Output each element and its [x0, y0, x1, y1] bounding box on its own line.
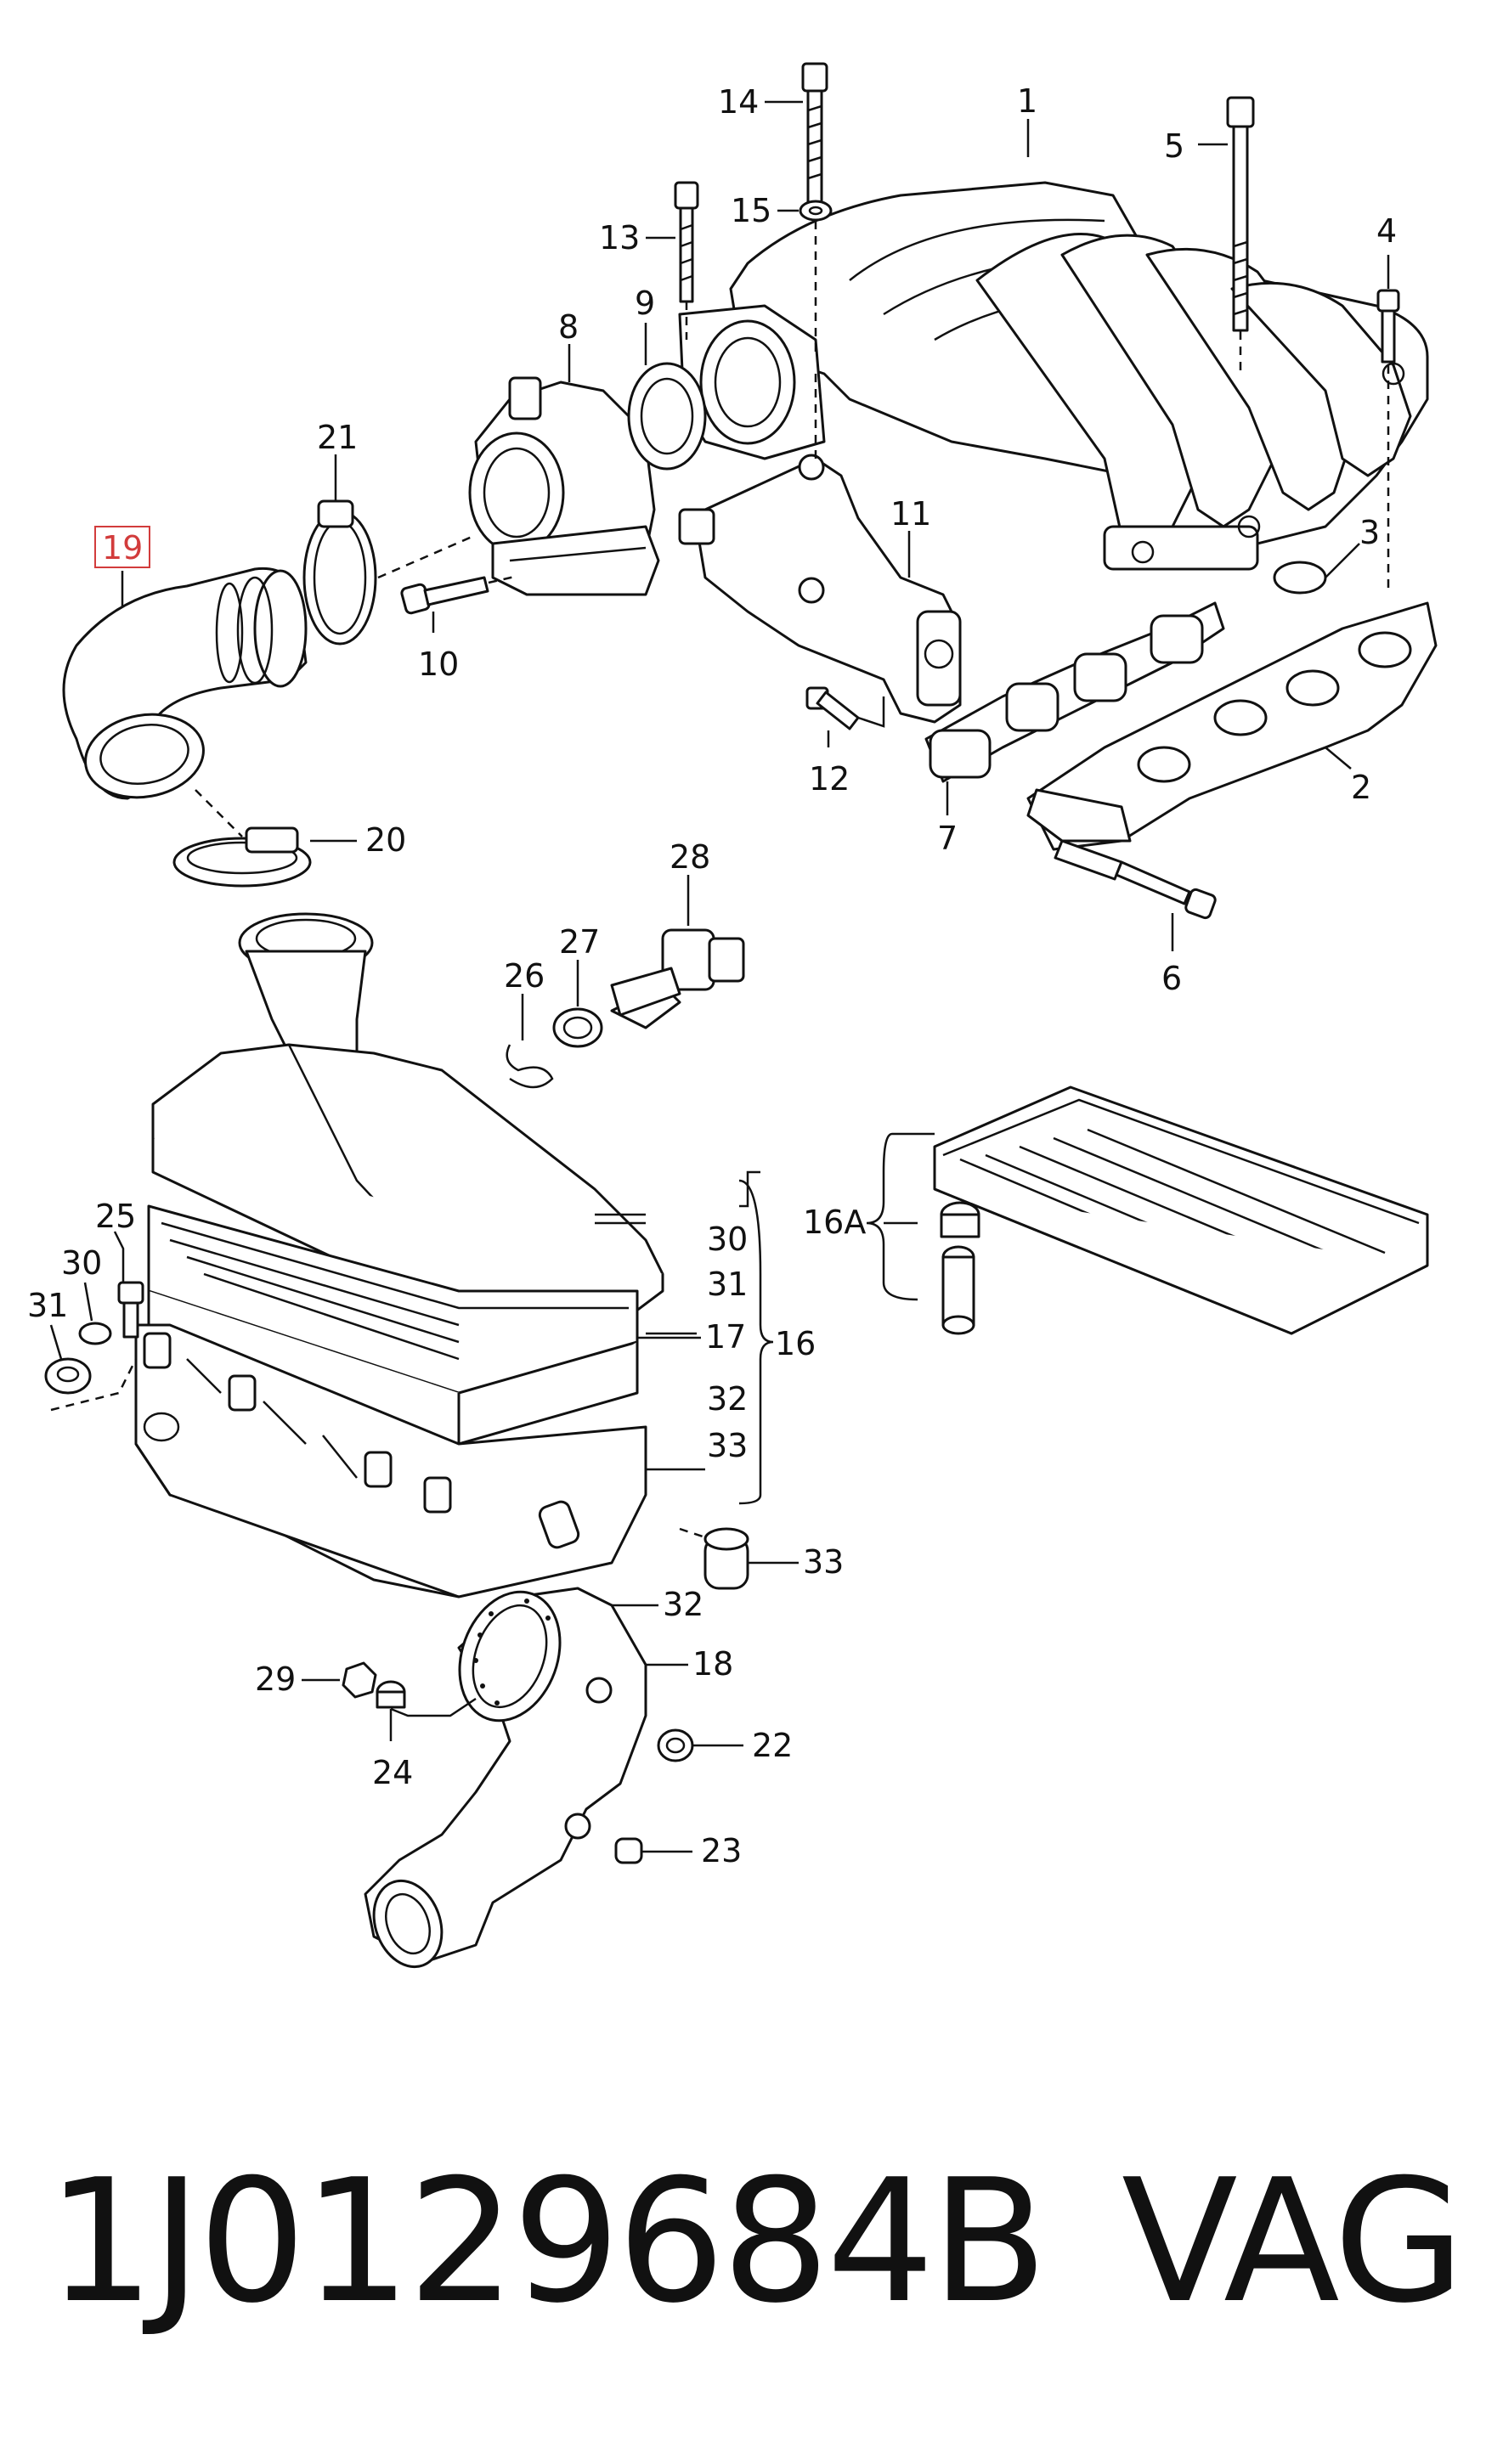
gasket-7 [924, 601, 1225, 783]
cabin-filter [933, 1085, 1429, 1335]
callout-10: 10 [418, 646, 459, 683]
callout-6: 6 [1161, 960, 1182, 997]
bolt-13 [674, 181, 699, 303]
callout-26: 26 [504, 957, 545, 995]
callout-30: 30 [61, 1244, 102, 1282]
callout-8: 8 [558, 308, 579, 346]
washer-15 [799, 200, 833, 222]
clamp-20 [172, 826, 312, 888]
exhaust-manifold-2 [1026, 601, 1438, 851]
intake-hose-19 [62, 567, 308, 800]
seal-3 [1273, 561, 1327, 595]
air-mass-sensor-28 [610, 928, 745, 1029]
footer: 1J0129684B VAG [0, 2140, 1503, 2344]
callout-19-highlight [94, 526, 150, 568]
bracket-16A [866, 1132, 935, 1301]
sleeve-16A [941, 1245, 975, 1335]
callout-9: 9 [635, 285, 655, 322]
callout-13: 13 [599, 219, 640, 257]
part-number: 1J0129684B [47, 2143, 1048, 2341]
air-filter-housing [134, 1323, 647, 1598]
callout-2: 2 [1351, 769, 1371, 806]
clip-23 [614, 1837, 643, 1864]
callout-labels: 1 2 3 4 5 6 7 8 9 10 11 12 13 [27, 82, 1397, 1869]
grommet-31 [44, 1357, 92, 1395]
callout-17: 17 [705, 1318, 746, 1356]
callout-28: 28 [670, 838, 710, 876]
callout-7: 7 [937, 820, 958, 857]
grommet-22 [657, 1728, 694, 1762]
callout-20: 20 [365, 821, 406, 859]
clamp-21 [302, 499, 377, 646]
callout-31-group: 31 [707, 1266, 748, 1303]
callout-3: 3 [1359, 514, 1380, 551]
callout-4: 4 [1376, 212, 1397, 250]
callout-1: 1 [1017, 82, 1037, 120]
callout-33-group: 33 [707, 1427, 748, 1464]
callout-24: 24 [372, 1754, 413, 1791]
callout-31: 31 [27, 1287, 68, 1324]
throttle-body [468, 376, 660, 596]
callout-16: 16 [775, 1325, 816, 1362]
filter-element-17 [147, 1204, 639, 1446]
intake-duct-18 [364, 1587, 647, 1969]
bolt-25 [117, 1281, 144, 1339]
callout-21: 21 [317, 419, 358, 456]
bolt-5 [1226, 96, 1255, 332]
callout-19: 19 [102, 529, 143, 567]
callout-12: 12 [809, 760, 850, 798]
callout-22: 22 [752, 1727, 793, 1764]
bolt-6 [1054, 839, 1217, 920]
manifold-flange [678, 304, 826, 460]
callout-25: 25 [95, 1198, 136, 1235]
bolt-4 [1376, 289, 1400, 364]
callout-23: 23 [701, 1832, 742, 1869]
callout-32: 32 [663, 1586, 703, 1623]
callout-32-group: 32 [707, 1380, 748, 1418]
washer-30 [78, 1322, 112, 1345]
callout-15: 15 [731, 192, 771, 229]
callout-18: 18 [692, 1645, 733, 1683]
callout-14: 14 [718, 83, 759, 121]
bolt-12 [805, 686, 860, 730]
callout-11: 11 [890, 495, 931, 533]
bolt-10 [400, 576, 489, 615]
gasket-9 [627, 362, 707, 471]
cap-16A [940, 1201, 980, 1238]
bush-24 [376, 1680, 406, 1709]
air-filter-lid [151, 912, 664, 1344]
brand-name: VAG [1122, 2143, 1465, 2341]
bolt-14 [801, 62, 828, 211]
bracket-11 [678, 454, 962, 724]
clip-26 [506, 1044, 554, 1089]
callout-27: 27 [559, 923, 600, 961]
callout-5: 5 [1164, 127, 1184, 165]
seal-27 [552, 1007, 603, 1048]
intake-manifold [729, 181, 1429, 571]
callout-33: 33 [803, 1543, 844, 1581]
callout-29: 29 [255, 1661, 296, 1698]
callout-30-group: 30 [707, 1221, 748, 1258]
rubber-33 [703, 1527, 749, 1590]
nut-29 [342, 1661, 377, 1699]
callout-16A: 16A [803, 1204, 866, 1241]
